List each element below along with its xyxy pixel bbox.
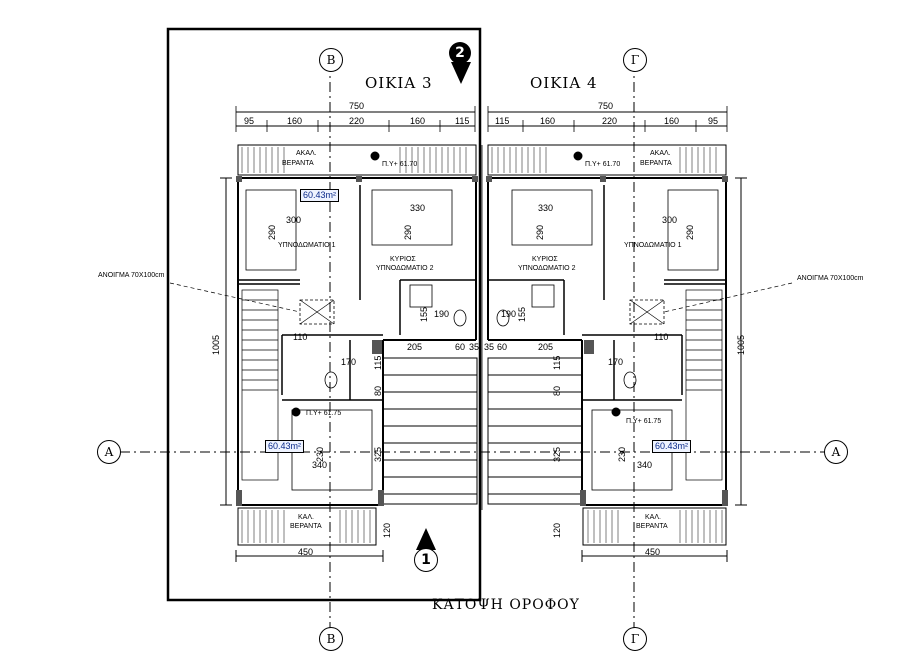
level-top-left: Π.Υ+ 61.70 — [382, 161, 418, 168]
section-marker-2: 2 — [449, 42, 473, 84]
dim-290-c: 290 — [535, 224, 545, 240]
dim-290-d: 290 — [685, 224, 695, 240]
opening-label-right: ΑΝΟΙΓΜΑ 70Χ100cm — [797, 275, 864, 282]
dim-top-right-0: 115 — [495, 116, 510, 126]
balcony-bottom-right-label-2: ΒΕΡΑΝΤΑ — [636, 523, 668, 530]
room-master-right-2: ΥΠΝΟΔΩΜΑΤΙΟ 2 — [518, 265, 576, 272]
dim-60-right: 60 — [497, 342, 508, 352]
plan-title: ΚΑΤΟΨΗ ΟΡΟΦΟΥ — [432, 597, 580, 613]
section-marker-1: 1 — [414, 528, 438, 572]
grid-marker-b-top: Β — [319, 48, 343, 72]
dim-110-right: 110 — [654, 332, 669, 342]
dim-top-right-4: 95 — [708, 116, 719, 126]
dim-total-left: 750 — [349, 101, 365, 111]
balcony-bottom-right-label-1: ΚΑΛ. — [645, 514, 661, 521]
dim-170-left: 170 — [341, 357, 357, 367]
dim-35-right: 35 — [484, 342, 495, 352]
dim-155-right: 155 — [517, 306, 527, 322]
dim-155-left: 155 — [419, 306, 429, 322]
dim-bottom-left: 450 — [298, 547, 314, 557]
balcony-top-left-label-1: ΑΚΑΛ. — [296, 150, 317, 157]
dim-290-b: 290 — [403, 224, 413, 240]
room-bedroom1-right: ΥΠΝΟΔΩΜΑΤΙΟ 1 — [624, 242, 682, 249]
dim-330-left: 330 — [410, 203, 426, 213]
house-4-title: ΟΙΚΙΑ 4 — [530, 74, 598, 92]
dim-120-right: 120 — [552, 522, 562, 538]
dim-top-left-0: 95 — [244, 116, 255, 126]
room-master-right-1: ΚΥΡΙΟΣ — [532, 256, 558, 263]
dim-330-right: 330 — [538, 203, 554, 213]
dim-115-left: 115 — [373, 355, 383, 370]
dim-325-right: 325 — [552, 446, 562, 462]
grid-marker-g-bottom: Γ — [623, 627, 647, 651]
dim-top-right-1: 160 — [540, 116, 556, 126]
level-top-right: Π.Υ+ 61.70 — [585, 161, 621, 168]
dim-190-left: 190 — [434, 309, 450, 319]
dim-top-left-4: 115 — [455, 116, 470, 126]
dim-top-right-2: 220 — [602, 116, 618, 126]
dim-height-left: 1005 — [211, 334, 221, 355]
balcony-top-right-label-2: ΒΕΡΑΝΤΑ — [640, 160, 672, 167]
balcony-top-right-label-1: ΑΚΑΛ. — [650, 150, 671, 157]
dim-190-right: 190 — [501, 309, 517, 319]
dim-top-left-3: 160 — [410, 116, 426, 126]
dim-height-right: 1005 — [736, 334, 746, 355]
dim-35-left: 35 — [469, 342, 480, 352]
area-badge-top-left: 60.43m² — [300, 189, 340, 202]
dim-115-right: 115 — [552, 355, 562, 370]
dim-60-left: 60 — [455, 342, 466, 352]
balcony-bottom-left-label-1: ΚΑΛ. — [298, 514, 314, 521]
dim-205-right: 205 — [538, 342, 554, 352]
dim-290-a: 290 — [267, 224, 277, 240]
area-badge-mid-right: 60.43m² — [652, 440, 692, 453]
grid-marker-a-right: Α — [824, 440, 848, 464]
balcony-bottom-left-label-2: ΒΕΡΑΝΤΑ — [290, 523, 322, 530]
opening-label-left: ΑΝΟΙΓΜΑ 70Χ100cm — [98, 272, 165, 279]
grid-marker-b-bottom: Β — [319, 627, 343, 651]
dim-205-left: 205 — [407, 342, 423, 352]
dim-340-left: 340 — [312, 460, 328, 470]
dim-170-right: 170 — [608, 357, 624, 367]
section-frame — [166, 27, 482, 602]
dim-80-right: 80 — [552, 385, 562, 396]
dim-total-right: 750 — [598, 101, 614, 111]
dim-top-right-3: 160 — [664, 116, 680, 126]
dim-bottom-right: 450 — [645, 547, 661, 557]
dim-top-left-1: 160 — [287, 116, 303, 126]
balcony-top-left-label-2: ΒΕΡΑΝΤΑ — [282, 160, 314, 167]
dim-top-left-2: 220 — [349, 116, 365, 126]
dim-120-left: 120 — [382, 522, 392, 538]
house-3-title: ΟΙΚΙΑ 3 — [365, 74, 433, 92]
dim-230-right: 230 — [617, 446, 627, 462]
dim-340-right: 340 — [637, 460, 653, 470]
dim-300-right: 300 — [662, 215, 678, 225]
room-bedroom1-left: ΥΠΝΟΔΩΜΑΤΙΟ 1 — [278, 242, 336, 249]
dim-110-left: 110 — [293, 332, 308, 342]
dim-80-left: 80 — [373, 385, 383, 396]
level-mid-right: Π.Υ+ 61.75 — [626, 418, 662, 425]
grid-marker-a-left: Α — [97, 440, 121, 464]
level-mid-left: Π.Υ+ 61.75 — [306, 410, 342, 417]
grid-marker-g-top: Γ — [623, 48, 647, 72]
dim-300-left: 300 — [286, 215, 302, 225]
dim-325-left: 325 — [373, 446, 383, 462]
room-master-left-2: ΥΠΝΟΔΩΜΑΤΙΟ 2 — [376, 265, 434, 272]
room-master-left-1: ΚΥΡΙΟΣ — [390, 256, 416, 263]
area-badge-mid-left: 60.43m² — [265, 440, 305, 453]
